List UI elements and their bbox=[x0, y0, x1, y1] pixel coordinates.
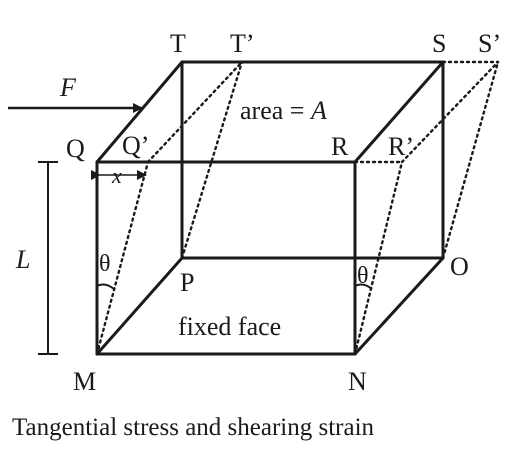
force-label: F bbox=[59, 73, 77, 102]
dotted-edge-OSprime bbox=[441, 60, 500, 260]
height-label: L bbox=[15, 245, 30, 274]
angle-arc-right bbox=[354, 283, 373, 290]
vertex-label-R-prime: R’ bbox=[388, 132, 414, 161]
dotted-edge-NRprime bbox=[353, 160, 404, 356]
vertex-label-T: T bbox=[170, 29, 186, 58]
vertex-label-N: N bbox=[348, 367, 367, 396]
angle-label-left: θ bbox=[99, 251, 111, 277]
dotted-edge-PTprime bbox=[180, 60, 244, 260]
edge-NO bbox=[353, 256, 445, 356]
dotted-edge-RprimeSprime bbox=[400, 60, 500, 164]
vertex-label-S-prime: S’ bbox=[478, 29, 501, 58]
dotted-edge-QprimeTprime bbox=[146, 60, 244, 164]
fixed-face-label: fixed face bbox=[178, 312, 281, 341]
vertex-label-M: M bbox=[73, 367, 96, 396]
dotted-edge-MQprime bbox=[95, 160, 150, 356]
vertex-label-R: R bbox=[331, 132, 349, 161]
angle-label-right: θ bbox=[357, 263, 369, 289]
vertex-label-S: S bbox=[432, 29, 446, 58]
angle-arc-left bbox=[96, 283, 115, 290]
area-label: area = A bbox=[240, 96, 327, 125]
edge-MP bbox=[95, 256, 184, 356]
vertex-label-Q: Q bbox=[66, 134, 85, 163]
edge-RS bbox=[353, 60, 445, 164]
vertex-label-P: P bbox=[180, 268, 194, 297]
height-dimension bbox=[38, 161, 58, 355]
vertex-label-T-prime: T’ bbox=[230, 29, 255, 58]
figure-caption: Tangential stress and shearing strain bbox=[12, 414, 375, 441]
vertex-label-O: O bbox=[450, 252, 469, 281]
sheared-edges bbox=[95, 60, 500, 356]
vertex-label-Q-prime: Q’ bbox=[122, 131, 149, 160]
displacement-label: x bbox=[111, 163, 122, 188]
